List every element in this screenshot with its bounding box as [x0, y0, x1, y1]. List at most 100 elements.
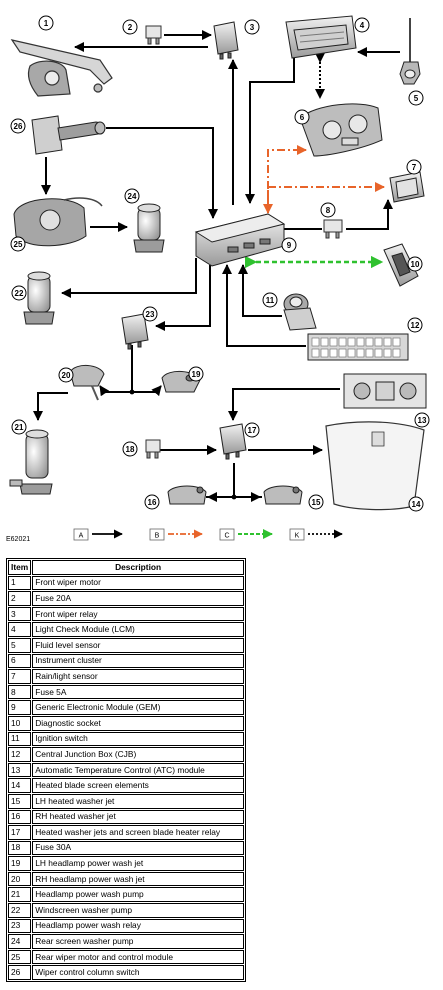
- callout-3: 3: [244, 19, 260, 35]
- callout-17: 17: [244, 422, 260, 438]
- row-description: Windscreen washer pump: [32, 903, 244, 918]
- rh-headlamp-wash-jet: [69, 365, 105, 401]
- svg-text:7: 7: [412, 163, 417, 172]
- svg-text:8: 8: [326, 206, 331, 215]
- callout-18: 18: [122, 441, 138, 457]
- instrument-cluster: [299, 103, 383, 157]
- central-junction-box: [307, 333, 409, 361]
- row-item-number: 16: [8, 809, 32, 825]
- svg-text:19: 19: [192, 370, 201, 379]
- callout-13: 13: [414, 412, 430, 428]
- callout-23: 23: [142, 306, 158, 322]
- callout-19: 19: [188, 366, 204, 382]
- callout-12: 12: [407, 317, 423, 333]
- fuse-5a: [323, 219, 343, 239]
- svg-text:21: 21: [15, 423, 24, 432]
- row-description: Rear wiper motor and control module: [32, 949, 244, 965]
- row-item-number: 12: [8, 747, 32, 762]
- fuse-20a: [145, 25, 162, 45]
- legend-entry-k: K: [289, 528, 343, 541]
- svg-text:C: C: [224, 533, 229, 540]
- row-description: Diagnostic socket: [32, 715, 244, 731]
- callout-numbers: 1 2 3 4 5 6 7 8 9 10 11 12 13 14 15 16 1…: [10, 15, 430, 512]
- wiper-washer-system-diagram: 1 2 3 4 5 6 7 8 9 10 11 12 13 14 15 16 1…: [6, 15, 430, 543]
- row-item-number: 14: [8, 778, 32, 793]
- row-description: Light Check Module (LCM): [32, 622, 244, 637]
- row-description: Fluid level sensor: [32, 637, 244, 653]
- row-description: Rain/light sensor: [32, 669, 244, 684]
- row-description: Heated blade screen elements: [32, 778, 244, 793]
- svg-text:23: 23: [146, 310, 155, 319]
- front-wiper-relay: [213, 21, 239, 60]
- svg-text:5: 5: [414, 94, 419, 103]
- svg-text:2: 2: [128, 23, 133, 32]
- svg-text:13: 13: [418, 416, 427, 425]
- fuse-30a: [145, 439, 161, 459]
- svg-text:20: 20: [62, 371, 71, 380]
- row-item-number: 25: [8, 949, 32, 965]
- callout-22: 22: [11, 285, 27, 301]
- row-item-number: 2: [8, 591, 32, 606]
- connections: [33, 30, 400, 502]
- orange-bus-lines: [263, 145, 385, 214]
- wiper-column-switch: [31, 115, 106, 155]
- row-description: Front wiper motor: [32, 575, 244, 591]
- row-description: Headlamp power wash relay: [32, 918, 244, 934]
- row-item-number: 9: [8, 700, 32, 715]
- callout-15: 15: [308, 494, 324, 510]
- row-description: RH headlamp power wash jet: [32, 871, 244, 887]
- svg-text:16: 16: [148, 498, 157, 507]
- heated-windscreen: [325, 421, 425, 511]
- callout-6: 6: [294, 109, 310, 125]
- row-item-number: 7: [8, 669, 32, 684]
- legend-entry-c: C: [219, 528, 273, 541]
- callout-14: 14: [408, 496, 424, 512]
- rain-light-sensor: [389, 171, 425, 203]
- row-item-number: 11: [8, 731, 32, 747]
- diagnostic-socket: [383, 243, 419, 287]
- header-description: Description: [32, 560, 244, 575]
- row-description: Central Junction Box (CJB): [32, 747, 244, 762]
- row-description: Automatic Temperature Control (ATC) modu…: [32, 762, 244, 778]
- svg-text:3: 3: [250, 23, 255, 32]
- ignition-switch: [283, 293, 317, 331]
- callout-5: 5: [408, 90, 424, 106]
- row-item-number: 23: [8, 918, 32, 934]
- callout-16: 16: [144, 494, 160, 510]
- lh-heated-washer-jet: [263, 485, 303, 505]
- row-description: Fuse 5A: [32, 684, 244, 700]
- generic-electronic-module: [194, 213, 286, 267]
- svg-text:25: 25: [14, 240, 23, 249]
- svg-text:9: 9: [287, 241, 292, 250]
- row-item-number: 8: [8, 684, 32, 700]
- row-item-number: 19: [8, 856, 32, 871]
- row-description: Heated washer jets and screen blade heat…: [32, 825, 244, 840]
- front-wiper-motor: [10, 39, 113, 97]
- windscreen-washer-pump: [23, 271, 55, 325]
- svg-text:B: B: [155, 533, 160, 540]
- figure-id: E62021: [6, 536, 30, 543]
- row-description: Headlamp power wash pump: [32, 887, 244, 903]
- row-description: Rear screen washer pump: [32, 934, 244, 949]
- rear-screen-washer-pump: [133, 203, 165, 253]
- svg-text:4: 4: [360, 21, 365, 30]
- row-description: Instrument cluster: [32, 653, 244, 669]
- row-description: Fuse 30A: [32, 840, 244, 856]
- row-item-number: 10: [8, 715, 32, 731]
- svg-text:26: 26: [14, 122, 23, 131]
- svg-text:22: 22: [15, 289, 24, 298]
